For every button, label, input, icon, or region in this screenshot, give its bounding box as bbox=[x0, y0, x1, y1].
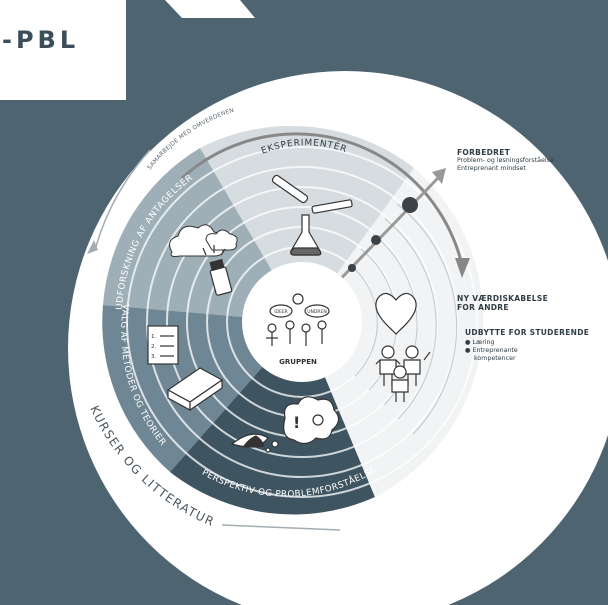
outer-left-arrowhead bbox=[87, 240, 98, 254]
forbedret-line-2: Entreprenant mindset bbox=[457, 165, 526, 172]
center-circle bbox=[242, 262, 362, 382]
idea-bubble-icon: ! bbox=[265, 396, 340, 453]
book-icon bbox=[166, 367, 224, 412]
checklist-icon: 1. 2. 3. bbox=[147, 325, 179, 365]
top-progress-arc bbox=[180, 132, 440, 211]
test-tube-icon bbox=[271, 174, 309, 204]
udbytte-bullet-1-text: Læring bbox=[472, 339, 495, 346]
forbedret-title: FORBEDRET bbox=[457, 148, 511, 157]
svg-text:3.: 3. bbox=[151, 354, 156, 360]
heart-icon bbox=[375, 292, 417, 335]
udbytte-bullet-2: ● Entreprenante bbox=[465, 347, 518, 354]
udbytte-bullet-1: ● Læring bbox=[465, 339, 495, 346]
vaerdi-title-2: FOR ANDRE bbox=[457, 303, 509, 312]
diagonal-arrow bbox=[323, 176, 440, 297]
segment-perspektiv bbox=[170, 322, 375, 515]
diagonal-arrowhead bbox=[432, 168, 446, 184]
outer-bottom-line bbox=[221, 524, 341, 531]
flask-icon bbox=[290, 199, 353, 256]
group-people-icon bbox=[266, 293, 330, 346]
logo-text: -PBL bbox=[2, 26, 80, 54]
center-label: GRUPPEN bbox=[279, 358, 317, 366]
outer-left-arc bbox=[94, 149, 151, 251]
segment-result bbox=[302, 168, 484, 497]
eye-icon bbox=[230, 433, 269, 448]
vaerdi-title-1: NY VÆRDISKABELSE bbox=[457, 294, 549, 303]
arc-arrowhead bbox=[455, 258, 470, 278]
progress-dot-3 bbox=[402, 197, 418, 213]
top-stripe bbox=[165, 0, 255, 18]
svg-text:!: ! bbox=[293, 413, 300, 432]
udbytte-title: UDBYTTE FOR STUDERENDE bbox=[465, 328, 590, 337]
svg-text:1.: 1. bbox=[151, 334, 156, 340]
bubble-ideer: IDEER bbox=[274, 309, 288, 315]
left-band bbox=[0, 125, 59, 470]
logo: -PBL bbox=[0, 0, 126, 100]
flashlight-icon bbox=[202, 245, 233, 296]
forbedret-panel: FORBEDRET Problem- og løsningsforståelse… bbox=[457, 148, 554, 173]
svg-text:2.: 2. bbox=[151, 344, 156, 350]
progress-dot-1 bbox=[348, 264, 356, 272]
forbedret-line-1: Problem- og løsningsforståelse bbox=[457, 157, 554, 164]
udbytte-bullet-2-cont: kompetencer bbox=[474, 355, 516, 362]
bubble-undren: UNDREN bbox=[307, 309, 326, 315]
udbytte-bullet-2-text: Entreprenante bbox=[472, 347, 518, 354]
progress-dot-2 bbox=[371, 235, 381, 245]
people-icon bbox=[375, 345, 431, 402]
vaerdi-panel: NY VÆRDISKABELSE FOR ANDRE bbox=[457, 294, 548, 312]
udbytte-panel: UDBYTTE FOR STUDERENDE ● Læring ● Entrep… bbox=[465, 328, 589, 363]
